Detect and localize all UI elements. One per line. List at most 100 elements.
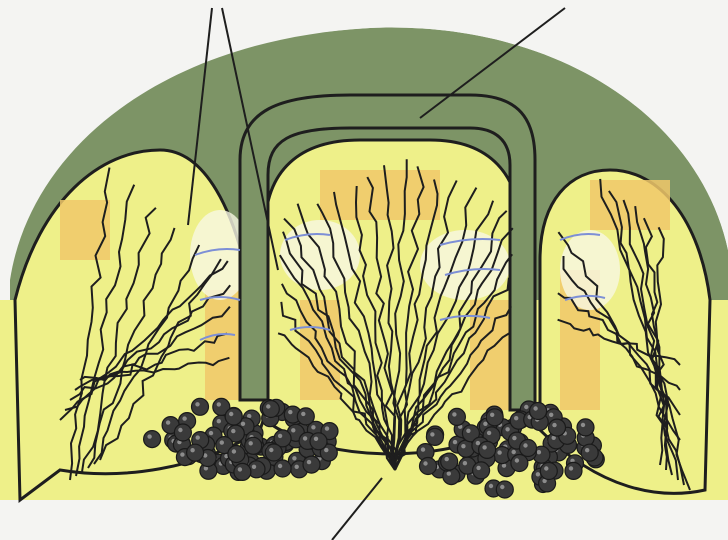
cell-highlight bbox=[311, 425, 315, 429]
cell-highlight bbox=[190, 448, 194, 452]
cell-highlight bbox=[209, 431, 213, 435]
cell-highlight bbox=[166, 420, 170, 424]
cell-highlight bbox=[292, 456, 296, 460]
cell-highlight bbox=[324, 448, 328, 452]
cell-highlight bbox=[445, 457, 449, 461]
cell-highlight bbox=[252, 465, 256, 469]
cell-highlight bbox=[490, 413, 494, 417]
cell-highlight bbox=[147, 434, 151, 438]
cell-highlight bbox=[430, 432, 434, 436]
cell-highlight bbox=[178, 428, 182, 432]
cell bbox=[174, 424, 191, 441]
cell-highlight bbox=[303, 436, 307, 440]
cell-highlight bbox=[552, 423, 556, 427]
cell-highlight bbox=[514, 416, 518, 420]
cell-highlight bbox=[325, 426, 329, 430]
cell-highlight bbox=[314, 437, 318, 441]
cell-highlight bbox=[500, 485, 504, 489]
cell-highlight bbox=[549, 413, 553, 417]
cell-highlight bbox=[266, 404, 270, 408]
cell bbox=[540, 463, 557, 480]
cell bbox=[473, 462, 490, 479]
cell-highlight bbox=[482, 445, 486, 449]
cell bbox=[420, 458, 437, 475]
cell-highlight bbox=[238, 467, 242, 471]
cell bbox=[303, 456, 320, 473]
cell bbox=[228, 446, 245, 463]
cell-highlight bbox=[217, 419, 221, 423]
cell-highlight bbox=[196, 435, 200, 439]
cell-highlight bbox=[180, 452, 184, 456]
cell bbox=[549, 419, 566, 436]
cell bbox=[496, 481, 513, 498]
cell-highlight bbox=[231, 429, 235, 433]
cell-highlight bbox=[195, 402, 199, 406]
cell-highlight bbox=[278, 464, 282, 468]
cell bbox=[426, 428, 443, 445]
cell-highlight bbox=[581, 423, 585, 427]
cell bbox=[448, 408, 465, 425]
orange-band bbox=[60, 200, 110, 260]
cell bbox=[310, 433, 327, 450]
cell bbox=[565, 462, 582, 479]
cell-highlight bbox=[512, 436, 516, 440]
cell bbox=[479, 441, 496, 458]
cell-highlight bbox=[269, 448, 273, 452]
cell-highlight bbox=[476, 441, 480, 445]
cell-highlight bbox=[291, 428, 295, 432]
cell-highlight bbox=[295, 465, 299, 469]
cell bbox=[187, 444, 204, 461]
cell-highlight bbox=[220, 440, 224, 444]
cell bbox=[144, 431, 161, 448]
cell-highlight bbox=[241, 422, 245, 426]
cell bbox=[577, 419, 594, 436]
cell-highlight bbox=[569, 466, 573, 470]
cell-highlight bbox=[453, 440, 457, 444]
cell bbox=[262, 401, 279, 418]
cell-highlight bbox=[229, 412, 233, 416]
cell-highlight bbox=[476, 466, 480, 470]
cell bbox=[192, 398, 209, 415]
cell bbox=[511, 455, 528, 472]
cell-highlight bbox=[466, 429, 470, 433]
cell-highlight bbox=[524, 405, 528, 409]
cell-highlight bbox=[487, 431, 491, 435]
cell-highlight bbox=[232, 449, 236, 453]
cell-highlight bbox=[423, 461, 427, 465]
cell bbox=[441, 453, 458, 470]
cell-highlight bbox=[515, 458, 519, 462]
cell bbox=[581, 444, 598, 461]
cell-highlight bbox=[301, 412, 305, 416]
cell-highlight bbox=[536, 472, 540, 476]
cell bbox=[234, 463, 251, 480]
cell-highlight bbox=[249, 441, 253, 445]
cell-highlight bbox=[421, 447, 425, 451]
cell-highlight bbox=[523, 443, 527, 447]
cell-highlight bbox=[217, 402, 221, 406]
cell-highlight bbox=[544, 466, 548, 470]
cell-highlight bbox=[489, 484, 493, 488]
cell-highlight bbox=[483, 422, 487, 426]
cell bbox=[265, 444, 282, 461]
cell-highlight bbox=[288, 410, 292, 414]
cell-highlight bbox=[537, 450, 541, 454]
cell-highlight bbox=[461, 444, 465, 448]
cell bbox=[274, 460, 291, 477]
cell-highlight bbox=[463, 461, 467, 465]
cell-highlight bbox=[533, 406, 537, 410]
cell-highlight bbox=[512, 450, 516, 454]
cell-highlight bbox=[278, 434, 282, 438]
cell-highlight bbox=[452, 412, 456, 416]
cell-highlight bbox=[585, 448, 589, 452]
cell bbox=[225, 408, 242, 425]
cell bbox=[520, 440, 537, 457]
cell bbox=[245, 437, 262, 454]
cell-highlight bbox=[182, 416, 186, 420]
cell-highlight bbox=[497, 450, 501, 454]
cell-highlight bbox=[307, 460, 311, 464]
cell-highlight bbox=[447, 471, 451, 475]
cell-highlight bbox=[505, 427, 509, 431]
cell bbox=[297, 408, 314, 425]
